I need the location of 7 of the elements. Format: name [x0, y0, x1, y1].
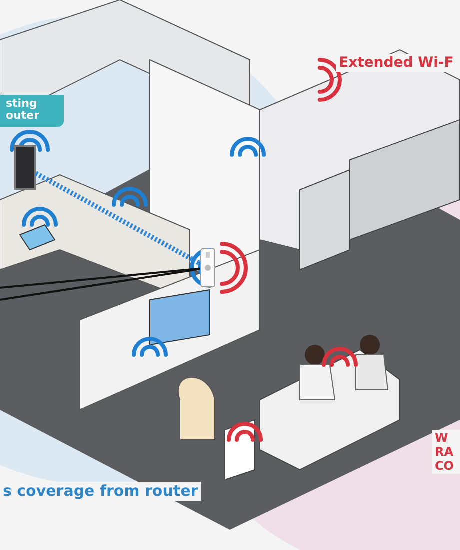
leader-line [0, 268, 200, 289]
leader-line [0, 268, 200, 301]
extender-picture [200, 248, 216, 288]
caption-text: W RA CO [432, 430, 460, 474]
callout-label: sting outer [0, 95, 64, 127]
signal-line [34, 171, 202, 266]
router-picture [14, 145, 36, 190]
